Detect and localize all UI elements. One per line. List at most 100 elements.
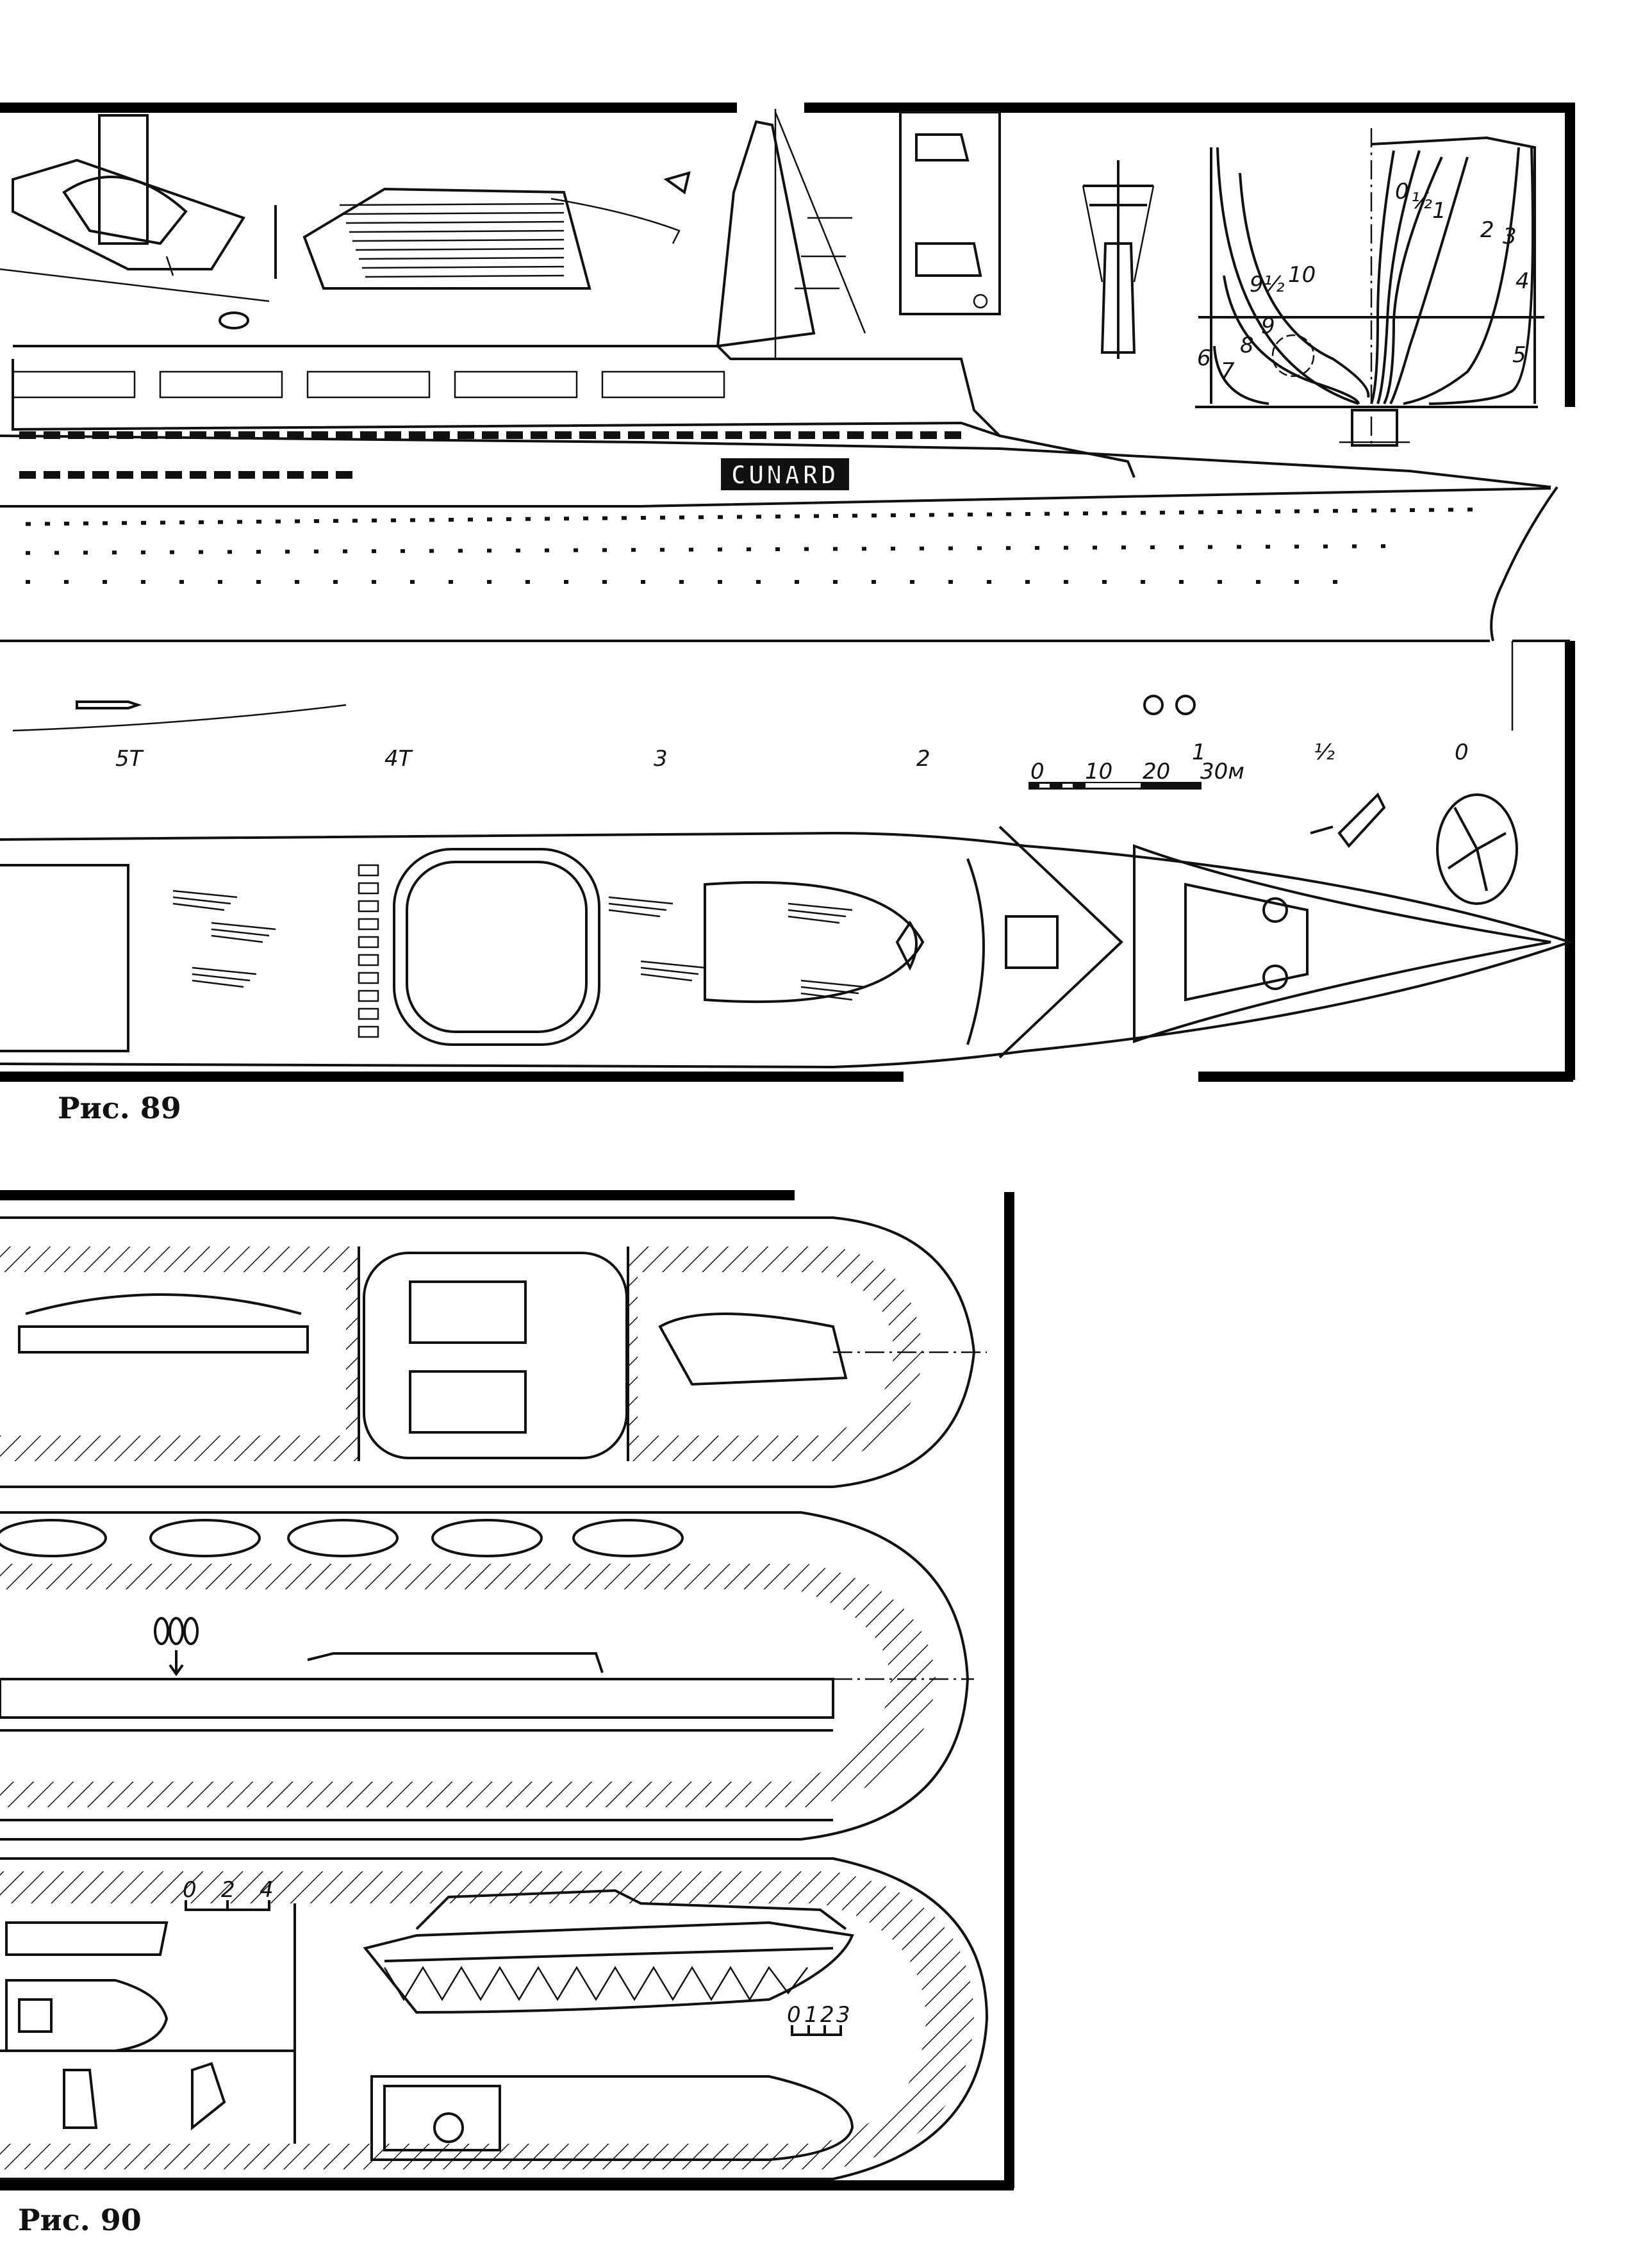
body-plan-label-9-half: 9½: [1250, 272, 1285, 297]
porthole: [718, 515, 723, 519]
porthole: [545, 548, 549, 552]
deckhouse-vents: [274, 187, 681, 290]
window: [287, 431, 304, 439]
porthole: [641, 516, 646, 520]
porthole: [525, 580, 530, 584]
porthole: [525, 517, 531, 521]
scale-bar-30m: 0 10 20 30м: [1028, 759, 1244, 790]
deck-bench: [358, 900, 379, 913]
porthole: [506, 517, 511, 522]
window: [68, 431, 85, 439]
porthole: [1141, 511, 1146, 515]
porthole: [833, 514, 838, 518]
porthole: [948, 546, 953, 551]
porthole: [660, 547, 665, 552]
vent-slat: [349, 229, 565, 233]
porthole: [1121, 545, 1126, 550]
scale-label-0: 0: [1030, 759, 1045, 784]
porthole: [602, 580, 607, 584]
body-plan: 0 ½ 1 2 3 4 5 6 7 8 9 9½ 10: [1195, 128, 1544, 449]
porthole: [1006, 512, 1011, 517]
window: [117, 431, 133, 439]
figure-90: 0 2 4 0 1 2 3: [0, 1190, 1014, 2191]
deck-shading: [800, 979, 866, 1001]
body-plan-label-0: 0: [1395, 179, 1409, 204]
porthole: [968, 512, 973, 517]
porthole: [929, 513, 934, 517]
porthole: [141, 550, 145, 554]
porthole: [795, 514, 800, 518]
window: [336, 471, 352, 479]
porthole: [718, 580, 722, 584]
porthole: [1160, 510, 1165, 515]
porthole: [747, 547, 751, 552]
porthole: [1391, 508, 1396, 513]
station-labels: 5T 4T 3 2 1 ½ 0: [115, 740, 1469, 772]
porthole: [583, 516, 588, 520]
deck-plan: [0, 825, 1574, 1069]
window: [945, 431, 961, 439]
porthole: [343, 549, 347, 554]
window: [165, 431, 182, 439]
window: [19, 431, 36, 439]
porthole: [314, 519, 319, 524]
porthole: [1333, 509, 1338, 513]
scale-label-30m: 30м: [1200, 759, 1244, 784]
window: [604, 431, 620, 439]
window: [263, 431, 279, 439]
porthole: [574, 548, 578, 552]
window: [384, 431, 401, 439]
porthole: [295, 580, 299, 584]
porthole: [718, 547, 722, 552]
window: [311, 471, 328, 479]
porthole: [64, 522, 69, 526]
upper-deck-plan: [0, 1216, 987, 1488]
porthole: [199, 520, 204, 524]
window: [311, 431, 328, 439]
window: [896, 431, 913, 439]
porthole: [276, 519, 281, 524]
boat-scale-large-1: 1: [804, 2002, 818, 2028]
porthole: [333, 518, 338, 523]
window: [701, 431, 718, 439]
porthole: [449, 580, 453, 584]
vent-slat: [345, 220, 565, 224]
porthole: [487, 580, 491, 584]
deck-shading: [608, 896, 673, 918]
porthole: [285, 549, 290, 554]
boat-scale-small-2: 2: [221, 1877, 235, 1903]
porthole: [391, 518, 396, 522]
porthole: [862, 547, 866, 551]
deck-shading: [192, 966, 257, 988]
porthole: [1237, 509, 1242, 514]
deck-bench: [358, 882, 379, 895]
porthole: [1179, 545, 1184, 549]
porthole: [1102, 580, 1107, 584]
porthole: [1025, 512, 1030, 516]
porthole: [920, 546, 924, 551]
body-plan-label-10: 10: [1288, 262, 1316, 288]
window: [190, 431, 206, 439]
porthole: [1179, 580, 1184, 584]
window: [214, 431, 231, 439]
porthole: [122, 521, 127, 526]
porthole: [1371, 508, 1376, 513]
porthole: [295, 519, 300, 524]
brand-plate: [721, 458, 849, 490]
body-plan-label-9: 9: [1261, 313, 1275, 339]
boat-scale-large-0: 0: [787, 2002, 801, 2028]
porthole: [795, 580, 799, 584]
lifeboat: [287, 1519, 399, 1557]
body-plan-label-1: 1: [1432, 198, 1446, 224]
window: [823, 431, 839, 439]
vent-slat: [361, 265, 565, 269]
window: [555, 431, 572, 439]
vent-slat: [355, 247, 565, 251]
porthole: [987, 580, 991, 584]
deck-bench: [358, 954, 379, 966]
porthole: [775, 547, 780, 551]
window: [360, 431, 377, 439]
mast: [1082, 160, 1155, 359]
window: [409, 431, 425, 439]
porthole: [1256, 509, 1261, 514]
